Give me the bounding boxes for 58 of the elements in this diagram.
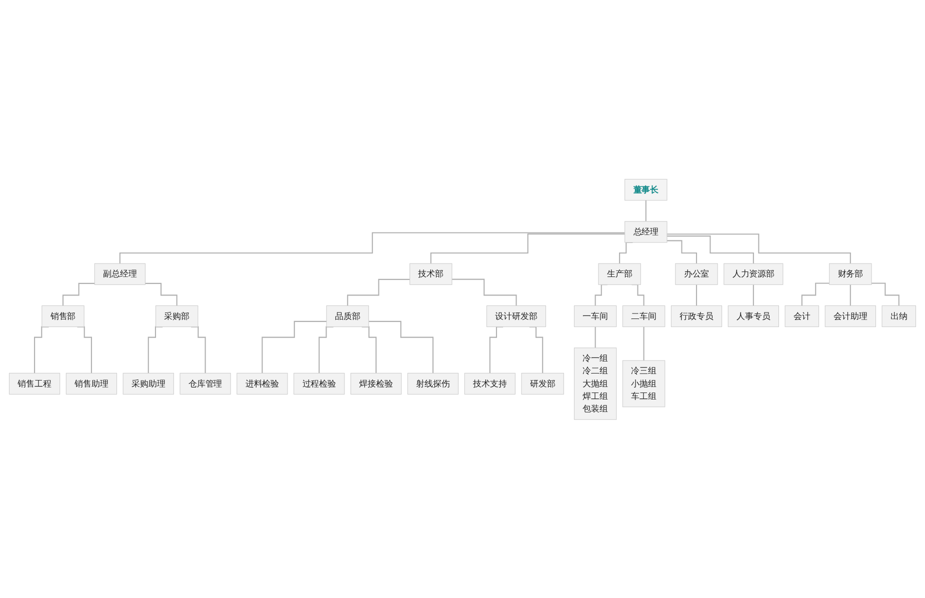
connector (594, 326, 596, 348)
connector (77, 326, 92, 374)
connector (191, 326, 206, 374)
node-box: 二车间 (622, 305, 666, 327)
node-box: 财务部 (829, 262, 872, 284)
connector (452, 278, 517, 306)
connector (529, 326, 544, 374)
node-box: 会计助理 (824, 305, 876, 327)
node-box: 采购部 (156, 305, 198, 327)
connector (872, 282, 900, 306)
node-box: 副总经理 (94, 262, 146, 284)
node-box: 一车间 (574, 305, 617, 327)
connector (362, 326, 377, 374)
connector (347, 278, 410, 306)
node-box: 技术部 (410, 262, 452, 284)
node-box: 出纳 (882, 305, 916, 327)
connector (667, 235, 754, 264)
node-box: 会计 (784, 305, 820, 327)
node-box: 冷一组 冷二组 大抛组 焊工组 包装组 (574, 347, 617, 420)
node-box: 办公室 (675, 262, 718, 284)
node-box: 设计研发部 (486, 305, 546, 327)
connector (145, 282, 178, 306)
connector (262, 320, 327, 374)
node-box: 行政专员 (670, 305, 722, 327)
connector (489, 326, 504, 374)
connector (34, 326, 49, 374)
node-box: 人力资源部 (724, 262, 784, 284)
connector (801, 282, 830, 306)
node-box: 销售助理 (66, 372, 118, 394)
node-box: 过程检验 (294, 372, 345, 394)
node-box: 焊接检验 (350, 372, 402, 394)
node-box: 董事长 (624, 178, 668, 200)
connector (318, 326, 334, 374)
node-box: 人事专员 (728, 305, 779, 327)
connector (696, 284, 698, 306)
connector (667, 233, 851, 264)
node-box: 仓库管理 (180, 372, 231, 394)
connector (148, 326, 163, 374)
connector (119, 232, 625, 264)
connector (368, 320, 434, 374)
connector (62, 282, 95, 306)
connector (667, 240, 698, 264)
node-box: 销售部 (42, 305, 84, 327)
connector (752, 284, 754, 306)
node-box: 进料检验 (236, 372, 288, 394)
node-box: 研发部 (521, 372, 564, 394)
node-box: 射线探伤 (407, 372, 459, 394)
node-box: 技术支持 (464, 372, 516, 394)
connector (645, 199, 646, 222)
connector (850, 284, 851, 306)
node-box: 生产部 (598, 262, 641, 284)
node-box: 品质部 (326, 305, 369, 327)
connector (430, 233, 625, 264)
node-box: 冷三组 小抛组 车工组 (622, 360, 666, 407)
node-box: 采购助理 (122, 372, 174, 394)
connector (643, 326, 644, 361)
node-box: 销售工程 (8, 372, 60, 394)
node-box: 总经理 (624, 220, 668, 242)
